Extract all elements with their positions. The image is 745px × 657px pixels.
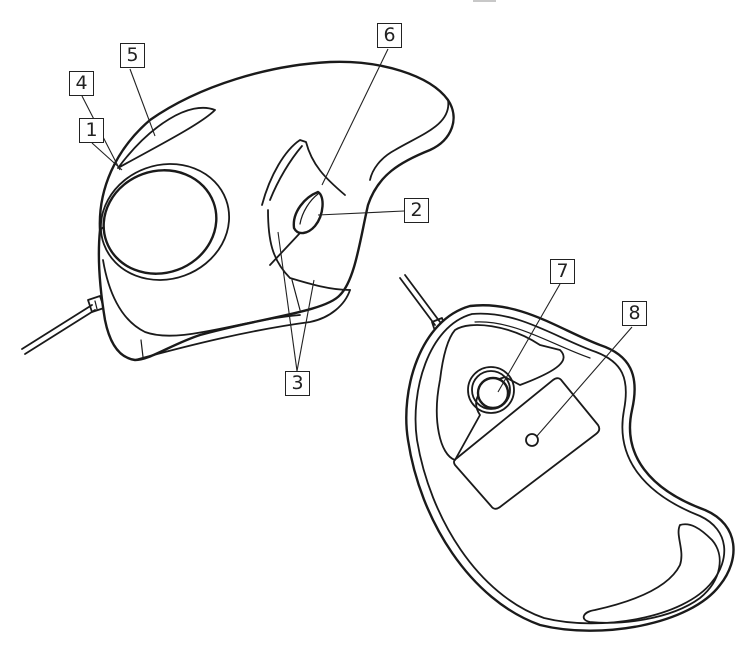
leader-1 — [91, 142, 123, 171]
sensor-plate — [453, 377, 601, 510]
bottom-body-outline — [405, 304, 735, 632]
leader-6 — [321, 48, 389, 186]
label-2-scroll-wheel: 2 — [404, 198, 429, 223]
ball-socket — [476, 376, 510, 410]
top-edge-artifact — [473, 0, 496, 2]
trackball — [102, 169, 218, 275]
ball-socket-outer — [467, 366, 515, 414]
label-6-wheel-button: 6 — [377, 23, 402, 48]
leader-3b — [296, 279, 315, 372]
top-view-mouse — [21, 60, 455, 362]
side-button-lower — [267, 209, 351, 291]
label-1-trackball: 1 — [79, 118, 104, 143]
leader-7 — [497, 283, 561, 393]
leader-lines — [81, 48, 633, 437]
side-button-upper — [261, 139, 346, 206]
label-5-upper-button: 5 — [120, 43, 145, 68]
label-7-ball-socket: 7 — [550, 259, 575, 284]
label-3-side-buttons: 3 — [285, 371, 310, 396]
palm-rest-pad — [582, 523, 721, 624]
bottom-view-mouse — [399, 274, 735, 632]
scroll-wheel — [292, 190, 324, 235]
optical-sensor — [525, 433, 539, 447]
leader-2 — [317, 210, 405, 216]
trackball-rim — [99, 163, 231, 281]
label-4-left-button: 4 — [69, 71, 94, 96]
leader-5 — [129, 68, 156, 137]
leader-8 — [536, 326, 633, 437]
cable-top — [21, 295, 105, 355]
upper-button-shape — [117, 106, 216, 169]
label-8-optical-sensor: 8 — [622, 301, 647, 326]
leader-3a — [277, 231, 298, 372]
